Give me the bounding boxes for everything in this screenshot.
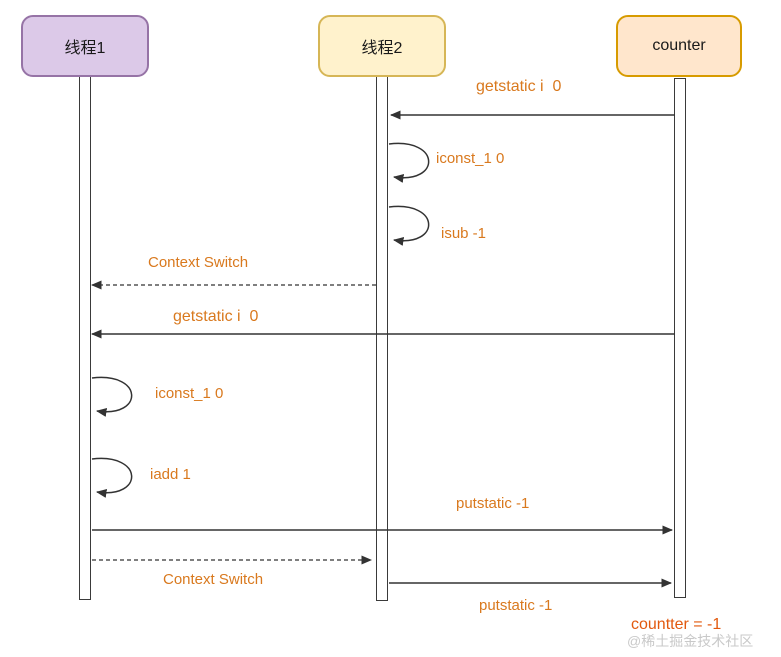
self-loop-isub-thread2 — [388, 205, 430, 246]
actor-box-counter: counter — [616, 15, 742, 77]
actor-box-thread1: 线程1 — [21, 15, 149, 77]
message-label-isub: isub -1 — [441, 225, 487, 242]
lifeline-thread1 — [79, 76, 91, 600]
result-note: countter = -1 — [631, 616, 722, 633]
message-label-getstatic-2: getstatic i 0 — [173, 308, 259, 325]
watermark: @稀土掘金技术社区 — [627, 633, 754, 649]
message-label-context-switch-1: Context Switch — [148, 254, 249, 271]
message-label-iconst1-thread2: iconst_1 0 — [436, 150, 505, 167]
message-label-iadd: iadd 1 — [150, 466, 191, 483]
message-label-context-switch-2: Context Switch — [163, 571, 264, 588]
lifeline-thread2 — [376, 76, 388, 601]
message-label-getstatic-1: getstatic i 0 — [476, 78, 562, 95]
actor-box-thread2: 线程2 — [318, 15, 446, 77]
message-label-putstatic-2: putstatic -1 — [479, 597, 553, 614]
message-label-putstatic-1: putstatic -1 — [456, 495, 530, 512]
message-label-iconst1-thread1: iconst_1 0 — [155, 385, 224, 402]
actor-label-counter: counter — [652, 37, 706, 54]
actor-label-thread1: 线程1 — [64, 40, 106, 57]
lifeline-counter — [674, 78, 686, 598]
self-loop-iadd-thread1 — [91, 457, 133, 498]
self-loop-iconst1-thread1 — [91, 376, 133, 417]
actor-label-thread2: 线程2 — [361, 40, 403, 57]
self-loop-iconst1-thread2 — [388, 142, 430, 183]
